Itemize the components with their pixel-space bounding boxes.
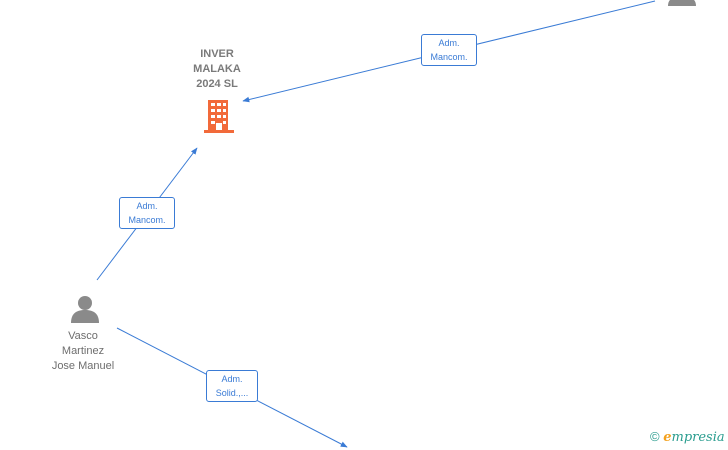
person-icon[interactable] — [71, 296, 99, 323]
edge-label-person-to-company[interactable]: Adm. Mancom. — [119, 197, 175, 229]
edge-label-line: Mancom. — [128, 215, 166, 225]
person-name-line: Vasco — [68, 330, 98, 342]
edge-label-line: Mancom. — [430, 52, 468, 62]
company-name-line: MALAKA — [193, 63, 241, 75]
brand-logo-initial: e — [663, 430, 672, 445]
building-icon[interactable] — [204, 100, 234, 133]
brand-logo-rest: mpresia — [671, 430, 725, 445]
edge-label-line: Adm. — [438, 38, 460, 48]
person-name[interactable]: Vasco Martinez Jose Manuel — [38, 329, 128, 374]
offscreen-person-icon[interactable] — [668, 0, 696, 6]
edge-label-line: Solid.,... — [215, 388, 249, 398]
person-name-line: Jose Manuel — [51, 360, 115, 372]
edge-label-person-to-offscreen[interactable]: Adm. Solid.,... — [206, 370, 258, 402]
empresia-watermark: © empresia — [650, 429, 725, 445]
edge-label-line: Adm. — [221, 374, 243, 384]
edge-label-line: Adm. — [136, 201, 158, 211]
edge-label-offscreen-to-company[interactable]: Adm. Mancom. — [421, 34, 477, 66]
company-name-line: 2024 SL — [196, 78, 238, 90]
company-name-line: INVER — [200, 48, 234, 60]
brand-logo: empresia — [663, 430, 724, 445]
person-name-line: Martinez — [61, 345, 105, 357]
company-name[interactable]: INVER MALAKA 2024 SL — [180, 47, 254, 92]
copyright-symbol: © — [650, 429, 660, 444]
